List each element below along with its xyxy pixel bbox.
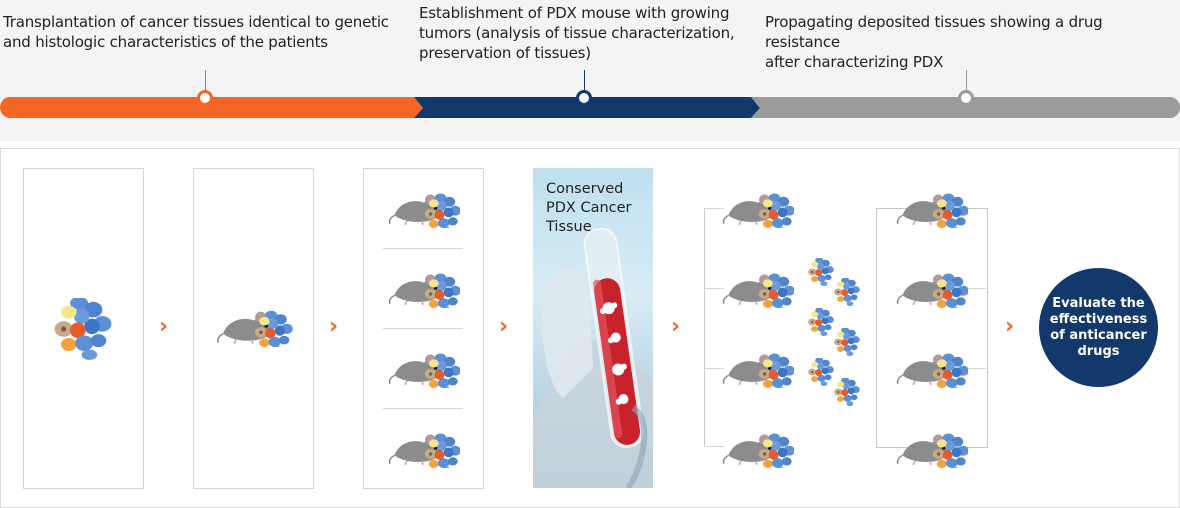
cancer-tissue-icon [808, 358, 834, 386]
chevron-right-icon: › [329, 314, 339, 339]
cancer-tissue-icon [54, 298, 112, 360]
bracket-tick [704, 368, 724, 369]
step-2-marker [576, 90, 592, 106]
result-label: Evaluate the effectiveness of anticancer… [1049, 295, 1148, 359]
cancer-tissue-icon [808, 258, 834, 286]
result-circle: Evaluate the effectiveness of anticancer… [1039, 268, 1158, 387]
step-2-tick [584, 70, 585, 92]
bracket-tick [704, 208, 724, 209]
chevron-right-icon: › [159, 314, 169, 339]
chevron-right-icon: › [671, 314, 681, 339]
divider [383, 248, 463, 249]
step-3-tick [966, 70, 967, 92]
bracket-tick [966, 368, 986, 369]
mouse-with-tumor-icon [896, 188, 968, 228]
mouse-with-tumor-icon [722, 348, 794, 388]
progress-bar [0, 97, 1180, 118]
divider [383, 408, 463, 409]
step-1-marker [197, 90, 213, 106]
mouse-with-tumor-icon [388, 428, 460, 468]
bar-segment-3 [751, 97, 1180, 118]
process-timeline: Transplantation of cancer tissues identi… [0, 0, 1180, 141]
group-bracket [704, 208, 705, 446]
mouse-with-tumor-icon [388, 268, 460, 308]
cancer-tissue-icon [834, 328, 860, 356]
mouse-with-tumor-icon [722, 428, 794, 468]
mouse-with-tumor-icon [214, 305, 294, 347]
cancer-tissue-icon [834, 378, 860, 406]
mouse-with-tumor-icon [722, 188, 794, 228]
conserved-tissue-image: Conserved PDX Cancer Tissue [533, 168, 653, 488]
bar-segment-2 [414, 97, 760, 118]
test-group-bracket [876, 208, 988, 448]
bracket-tick [704, 446, 724, 447]
test-tube-icon [533, 227, 653, 488]
mouse-with-tumor-icon [388, 188, 460, 228]
step-1-text: Transplantation of cancer tissues identi… [3, 13, 389, 51]
mouse-with-tumor-icon [388, 348, 460, 388]
bracket-tick [704, 288, 724, 289]
mouse-with-tumor-icon [896, 268, 968, 308]
mouse-with-tumor-icon [722, 268, 794, 308]
divider [383, 328, 463, 329]
cancer-tissue-icon [834, 278, 860, 306]
chevron-right-icon: › [499, 314, 509, 339]
mouse-with-tumor-icon [896, 428, 968, 468]
bar-segment-1 [0, 97, 423, 118]
step-3-text: Propagating deposited tissues showing a … [765, 13, 1103, 71]
step-3-marker [958, 90, 974, 106]
step-2-text: Establishment of PDX mouse with growing … [419, 4, 735, 62]
mouse-with-tumor-icon [896, 348, 968, 388]
cancer-tissue-icon [808, 308, 834, 336]
step-1-tick [205, 70, 206, 92]
chevron-right-icon: › [1005, 314, 1015, 339]
tube-label: Conserved PDX Cancer Tissue [546, 181, 632, 235]
bracket-tick [966, 288, 986, 289]
